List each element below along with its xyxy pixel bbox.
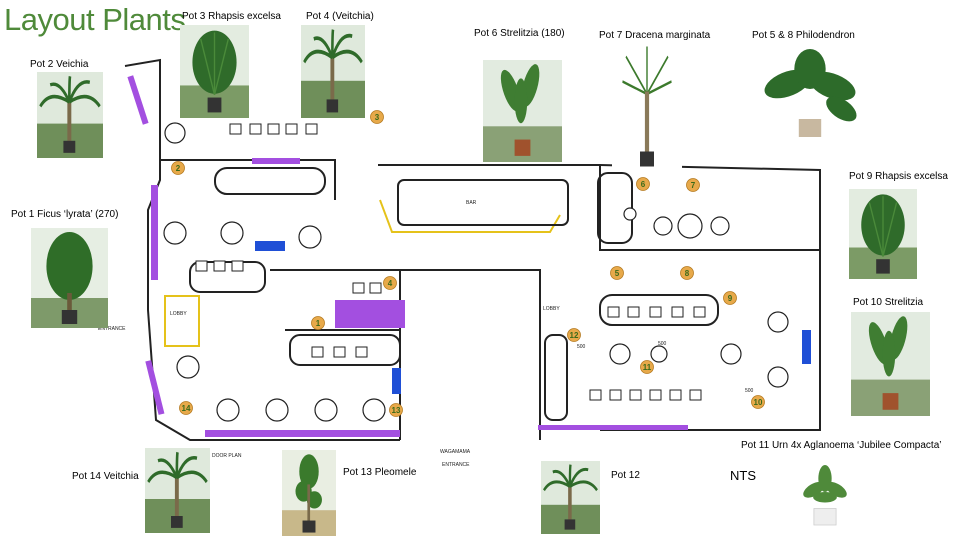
wagamama-label: WAGAMAMA — [440, 449, 471, 455]
nts-label: NTS — [730, 468, 756, 483]
pot-marker-1: 1 — [311, 316, 325, 330]
pot-marker-12: 12 — [567, 328, 581, 342]
pot-6-photo — [483, 60, 562, 162]
pot-11-photo — [788, 456, 862, 531]
bar-label: BAR — [466, 200, 477, 206]
floor-plan-label: DOOR PLAN — [212, 453, 242, 459]
tables — [163, 122, 789, 422]
pot-12-photo — [541, 461, 600, 534]
pot-58-photo — [754, 44, 866, 144]
pot-marker-number: 3 — [375, 113, 380, 122]
pot-2-photo — [37, 72, 103, 158]
pot-1-label: Pot 1 Ficus ‘lyrata’ (270) — [11, 209, 119, 220]
pot-9-label: Pot 9 Rhapsis excelsa — [849, 171, 948, 182]
pot-marker-6: 6 — [636, 177, 650, 191]
pot-4-photo — [301, 25, 365, 118]
pot-58-label: Pot 5 & 8 Philodendron — [752, 30, 855, 41]
pot-marker-number: 4 — [388, 279, 393, 288]
pot-marker-number: 14 — [182, 404, 191, 413]
pot-marker-9: 9 — [723, 291, 737, 305]
pot-marker-number: 13 — [392, 406, 401, 415]
pot-marker-13: 13 — [389, 403, 403, 417]
pot-marker-number: 11 — [643, 363, 652, 372]
pot-10-label: Pot 10 Strelitzia — [853, 297, 924, 308]
chairs — [195, 123, 706, 401]
pot-2-label: Pot 2 Veichia — [30, 59, 89, 70]
pot-3-label: Pot 3 Rhapsis excelsa — [182, 11, 281, 22]
pot-marker-number: 10 — [754, 398, 763, 407]
pot-marker-14: 14 — [179, 401, 193, 415]
pot-1-photo — [31, 228, 108, 328]
width-500a: 500 — [577, 344, 586, 350]
pot-marker-number: 1 — [316, 319, 321, 328]
pot-marker-7: 7 — [686, 178, 700, 192]
entrance-left-label: ENTRANCE — [98, 326, 126, 332]
pot-9-photo — [849, 189, 917, 279]
width-500c: 500 — [745, 388, 754, 394]
pot-marker-number: 9 — [728, 294, 733, 303]
pot-3-photo — [180, 25, 249, 118]
pot-marker-number: 6 — [641, 180, 646, 189]
page-title: Layout Plants — [4, 2, 186, 37]
pot-marker-number: 8 — [685, 269, 690, 278]
pot-11-label: Pot 11 Urn 4x Aglanoema ‘Jubilee Compact… — [741, 440, 942, 451]
pot-4-label: Pot 4 (Veitchia) — [306, 11, 374, 22]
pot-7-label: Pot 7 Dracena marginata — [599, 30, 711, 41]
pot-10-photo — [851, 312, 930, 416]
lobby-left-label: LOBBY — [170, 311, 187, 317]
pot-marker-number: 7 — [691, 181, 696, 190]
lobby-outline — [164, 199, 561, 347]
pot-marker-4: 4 — [383, 276, 397, 290]
width-500b: 500 — [658, 341, 667, 347]
pot-marker-11: 11 — [640, 360, 654, 374]
pot-6-label: Pot 6 Strelitzia (180) — [474, 28, 565, 39]
pot-14-label: Pot 14 Veitchia — [72, 471, 139, 482]
lobby-mid-label: LOBBY — [543, 306, 560, 312]
entrance-bottom-label: ENTRANCE — [442, 462, 470, 468]
pot-13-label: Pot 13 Pleomele — [343, 467, 417, 478]
pot-7-photo — [612, 44, 682, 169]
pot-marker-8: 8 — [680, 266, 694, 280]
pot-12-label: Pot 12 — [611, 470, 640, 481]
pot-marker-3: 3 — [370, 110, 384, 124]
pot-marker-10: 10 — [751, 395, 765, 409]
pot-marker-2: 2 — [171, 161, 185, 175]
pot-marker-number: 12 — [570, 331, 579, 340]
counters — [189, 167, 719, 421]
pot-marker-number: 2 — [176, 164, 181, 173]
pot-marker-number: 5 — [615, 269, 620, 278]
pot-14-photo — [145, 448, 210, 533]
banquette-seating — [127, 75, 688, 437]
feature-panels — [255, 241, 811, 394]
pot-13-photo — [282, 450, 336, 536]
pot-marker-5: 5 — [610, 266, 624, 280]
